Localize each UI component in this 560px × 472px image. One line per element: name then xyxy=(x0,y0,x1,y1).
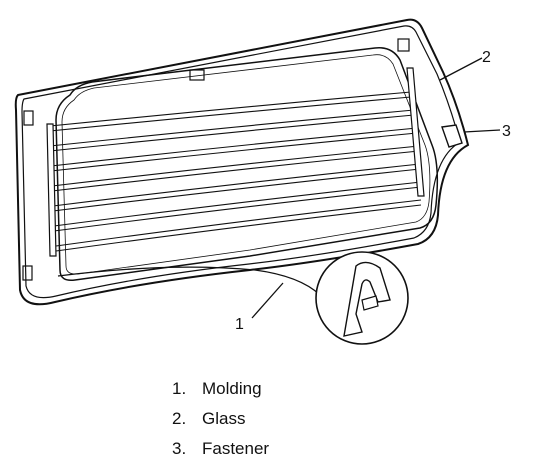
glass-frame-inner xyxy=(61,54,431,275)
legend-label: Fastener xyxy=(202,439,270,458)
fastener-slot-bottom-left xyxy=(22,265,33,281)
leader-line-molding xyxy=(251,282,284,319)
grid-line xyxy=(49,109,415,147)
fastener-slot-top-left xyxy=(23,110,34,126)
defroster-grid xyxy=(49,91,422,252)
legend-label: Glass xyxy=(202,409,246,428)
fastener-slot-top-center xyxy=(189,69,205,81)
callout-glass: 2 xyxy=(482,49,491,66)
detail-circle xyxy=(315,251,409,345)
molding-detail-view xyxy=(57,251,409,345)
grid-line xyxy=(53,181,422,227)
legend-number: 2. xyxy=(172,409,187,428)
legend-number: 1. xyxy=(172,379,187,398)
molding-inner-outline xyxy=(21,25,461,299)
callout-molding: 1 xyxy=(235,316,244,333)
grid-line xyxy=(50,132,418,172)
molding-cross-section xyxy=(343,261,391,337)
grid-line xyxy=(50,127,418,167)
grid-line xyxy=(51,145,420,187)
detail-leader-curve xyxy=(57,266,321,296)
legend-item-fastener: 3. Fastener xyxy=(172,434,269,464)
molding-lip xyxy=(361,295,379,311)
fastener-slot-top-right xyxy=(397,38,410,52)
grid-line xyxy=(55,204,422,252)
legend-item-molding: 1. Molding xyxy=(172,374,269,404)
leader-line-fastener xyxy=(463,129,501,133)
grid-line xyxy=(49,96,412,132)
grid-line xyxy=(55,199,422,247)
left-bus-bar xyxy=(46,123,57,257)
grid-line xyxy=(49,91,412,127)
legend-number: 3. xyxy=(172,439,187,458)
leader-line-glass xyxy=(439,57,483,81)
grid-line xyxy=(52,163,421,207)
grid-line xyxy=(52,168,421,212)
legend-item-glass: 2. Glass xyxy=(172,404,269,434)
grid-line xyxy=(53,186,422,232)
grid-line xyxy=(49,114,415,152)
right-bus-bar xyxy=(406,67,425,197)
legend-label: Molding xyxy=(202,379,262,398)
fastener-clip xyxy=(441,124,463,148)
parts-legend: 1. Molding 2. Glass 3. Fastener xyxy=(172,374,269,464)
callout-fastener: 3 xyxy=(502,123,511,140)
grid-line xyxy=(51,150,420,192)
